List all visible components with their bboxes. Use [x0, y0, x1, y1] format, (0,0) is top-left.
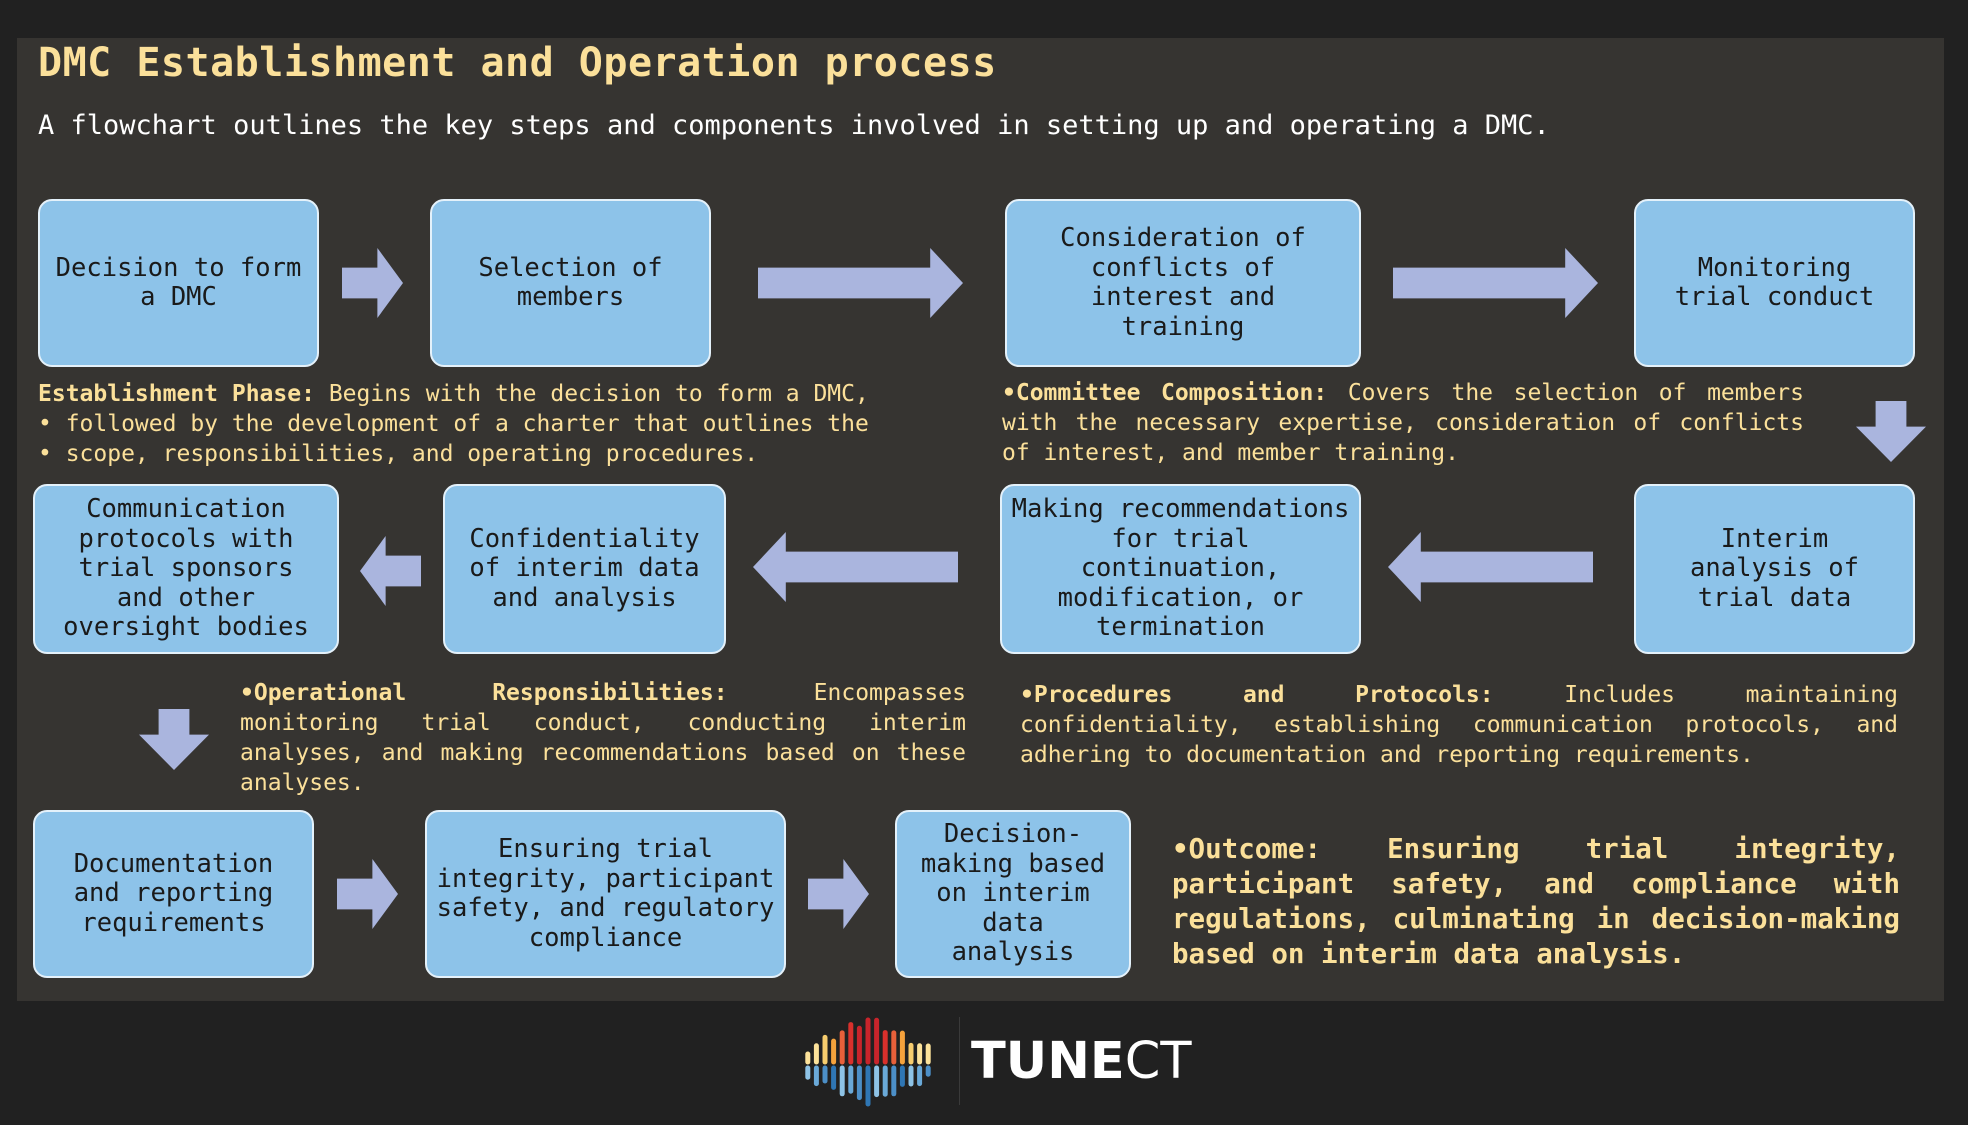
arrow-right-icon: [808, 859, 869, 929]
arrow-down-icon: [139, 709, 209, 770]
page-subtitle: A flowchart outlines the key steps and c…: [38, 110, 1550, 141]
logo-wordmark: TUNECT: [971, 1034, 1192, 1090]
step-selection-of-members: Selection of members: [430, 199, 711, 367]
logo-mark-icon: [805, 1017, 931, 1107]
arrow-right-icon: [1393, 248, 1598, 318]
step-decision-making: Decision-making based on interim data an…: [895, 810, 1131, 978]
procedures-protocols-note: •Procedures and Protocols: Includes main…: [1020, 682, 1898, 768]
arrow-left-icon: [1388, 532, 1593, 602]
page-title: DMC Establishment and Operation process: [38, 40, 997, 86]
operational-responsibilities-note: •Operational Responsibilities: Encompass…: [240, 680, 966, 796]
committee-text: Covers the selection of members with the…: [1002, 380, 1805, 466]
step-making-recommendations: Making recommendations for trial continu…: [1000, 484, 1361, 654]
step-interim-analysis: Interim analysis of trial data: [1634, 484, 1915, 654]
logo-text-bold: TUNE: [971, 1032, 1125, 1091]
outcome-text: Ensuring trial integrity, participant sa…: [1172, 833, 1900, 970]
operational-text: Encompasses monitoring trial conduct, co…: [240, 680, 966, 796]
committee-composition-note: •Committee Composition: Covers the selec…: [1002, 380, 1805, 466]
step-decision-to-form: Decision to form a DMC: [38, 199, 319, 367]
arrow-down-icon: [1856, 401, 1926, 462]
arrow-left-icon: [360, 536, 421, 606]
arrow-right-icon: [342, 248, 403, 318]
outcome-heading: •Outcome:: [1172, 833, 1322, 865]
outcome-note: •Outcome: Ensuring trial integrity, part…: [1172, 832, 1900, 972]
logo-divider: [959, 1017, 960, 1105]
step-confidentiality: Confidentiality of interim data and anal…: [443, 484, 726, 654]
operational-heading: •Operational Responsibilities: [240, 680, 714, 706]
arrow-left-icon: [753, 532, 958, 602]
tunect-logo: TUNECT: [798, 1012, 1192, 1112]
establishment-heading: Establishment Phase: [38, 381, 302, 407]
step-monitoring-trial-conduct: Monitoring trial conduct: [1634, 199, 1915, 367]
arrow-right-icon: [758, 248, 963, 318]
step-conflicts-and-training: Consideration of conflicts of interest a…: [1005, 199, 1361, 367]
establishment-line-3: • scope, responsibilities, and operating…: [38, 441, 759, 467]
procedures-heading: •Procedures and Protocols: [1020, 682, 1480, 708]
establishment-line-2: • followed by the development of a chart…: [38, 411, 869, 437]
step-communication-protocols: Communication protocols with trial spons…: [33, 484, 339, 654]
step-ensuring-trial-integrity: Ensuring trial integrity, participant sa…: [425, 810, 786, 978]
arrow-right-icon: [337, 859, 398, 929]
logo-text-light: CT: [1124, 1032, 1192, 1091]
procedures-text: Includes maintaining confidentiality, es…: [1020, 682, 1898, 768]
establishment-line-1: Begins with the decision to form a DMC,: [328, 381, 869, 407]
establishment-phase-note: Establishment Phase: Begins with the dec…: [38, 379, 968, 469]
committee-heading: •Committee Composition: [1002, 380, 1314, 406]
step-documentation-reporting: Documentation and reporting requirements: [33, 810, 314, 978]
